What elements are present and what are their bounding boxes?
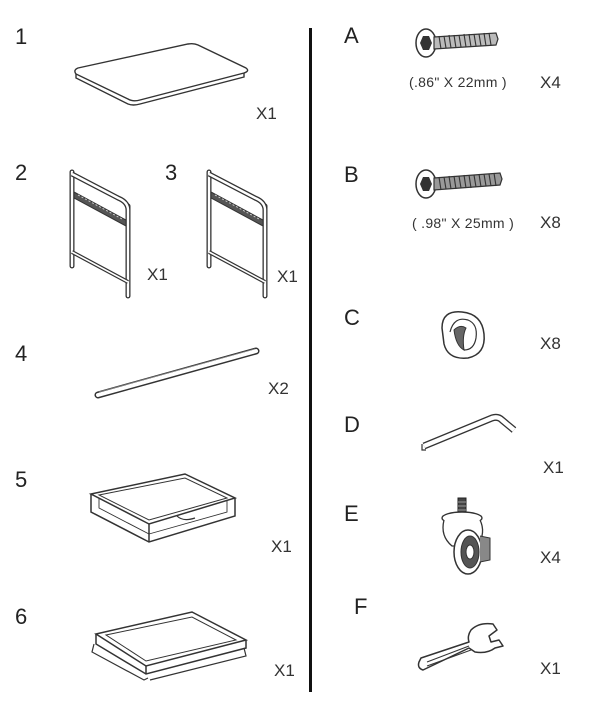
hardware-a-size: (.86" X 22mm ): [409, 74, 507, 90]
hardware-e-label: E: [344, 501, 359, 526]
bolt-icon: [415, 28, 499, 58]
part-6-bottom-tray-drawing: [91, 611, 249, 681]
part-5-label: 5: [15, 467, 28, 492]
part-2-side-frame-drawing: [69, 169, 131, 299]
hardware-d-label: D: [344, 412, 360, 437]
part-3-side-frame-drawing: [206, 169, 268, 299]
hardware-f-label: F: [354, 594, 368, 619]
hardware-f-quantity: X1: [540, 659, 561, 678]
part-4-rod-drawing: [94, 347, 260, 399]
cap-icon: [441, 311, 485, 359]
part-3-quantity: X1: [277, 267, 298, 286]
part-2-quantity: X1: [147, 265, 168, 284]
hardware-d-quantity: X1: [543, 458, 564, 477]
hardware-c-label: C: [344, 305, 360, 330]
hardware-a-label: A: [344, 23, 359, 48]
hardware-b-label: B: [344, 162, 359, 187]
part-4-label: 4: [15, 341, 28, 366]
hardware-e-quantity: X4: [540, 548, 561, 567]
part-2-label: 2: [15, 160, 28, 185]
bolt-icon: [415, 169, 503, 199]
hardware-c-quantity: X8: [540, 334, 561, 353]
part-5-drawer-tray-drawing: [88, 473, 238, 543]
part-1-top-board-drawing: [74, 42, 249, 106]
hardware-a-quantity: X4: [540, 73, 561, 92]
part-4-quantity: X2: [268, 379, 289, 398]
part-1-label: 1: [15, 24, 28, 49]
part-5-quantity: X1: [271, 537, 292, 556]
part-6-quantity: X1: [274, 661, 295, 680]
hardware-b-quantity: X8: [540, 213, 561, 232]
wrench-icon: [417, 622, 504, 671]
hardware-b-size: ( .98" X 25mm ): [412, 215, 515, 231]
hex-key-icon: [421, 413, 517, 451]
part-1-quantity: X1: [256, 104, 277, 123]
column-divider: [309, 28, 312, 692]
caster-wheel-icon: [441, 497, 491, 575]
part-3-label: 3: [165, 160, 178, 185]
part-6-label: 6: [15, 604, 28, 629]
